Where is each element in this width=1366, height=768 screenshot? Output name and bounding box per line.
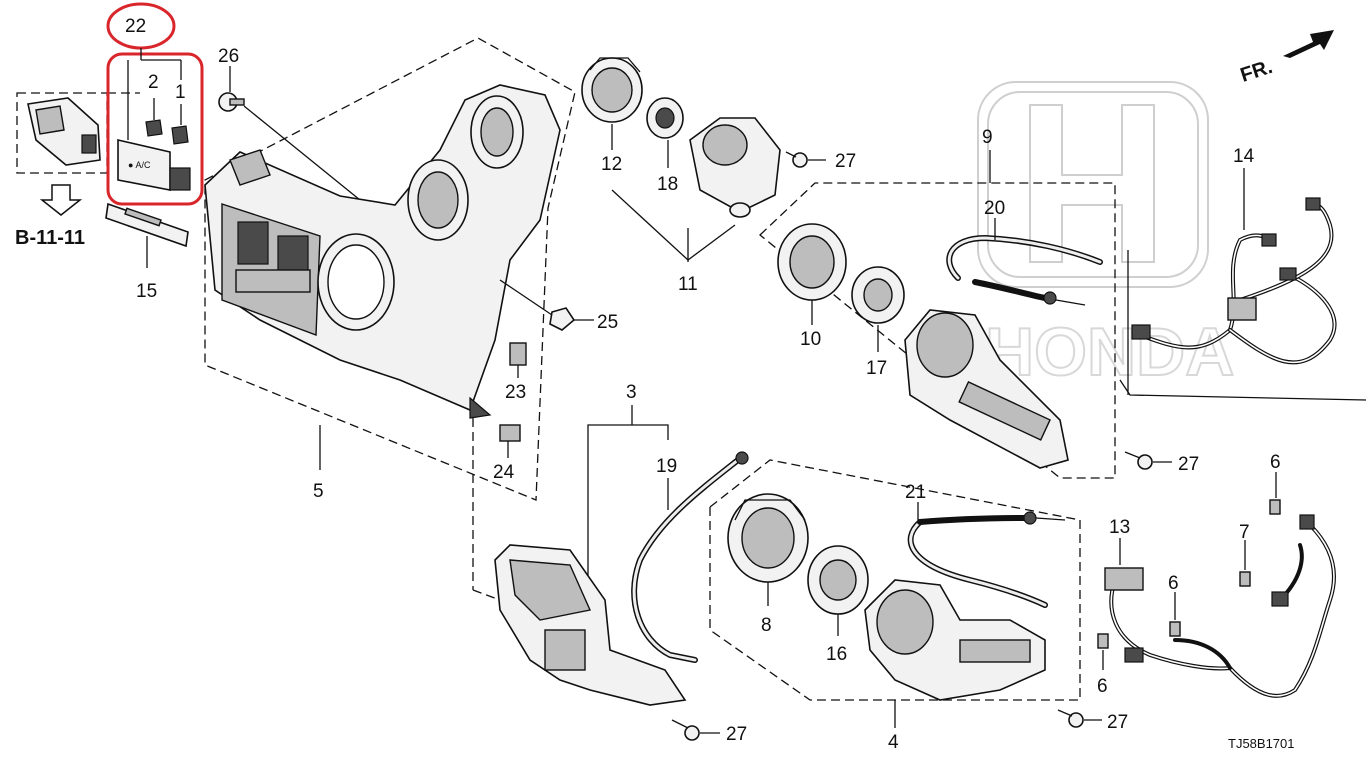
reference-arrow-icon bbox=[39, 184, 83, 216]
callout-24: 24 bbox=[493, 462, 515, 483]
callout-11: 11 bbox=[678, 274, 698, 295]
callout-26: 26 bbox=[218, 46, 239, 67]
svg-text:HONDA: HONDA bbox=[985, 314, 1234, 390]
callout-9: 9 bbox=[982, 127, 993, 148]
callout-25: 25 bbox=[597, 312, 618, 333]
callout-27-bottom-left: 27 bbox=[726, 724, 747, 745]
dial-12 bbox=[581, 57, 643, 123]
screw-27-right bbox=[1124, 451, 1153, 470]
screw-27-bottom-left bbox=[671, 719, 700, 741]
pin-6-middle bbox=[1169, 621, 1181, 637]
callout-20: 20 bbox=[984, 198, 1005, 219]
svg-text:● A/C: ● A/C bbox=[128, 160, 151, 170]
callout-14: 14 bbox=[1233, 146, 1255, 167]
ring-18 bbox=[646, 97, 684, 139]
callout-21: 21 bbox=[905, 482, 926, 503]
callout-6-right: 6 bbox=[1270, 452, 1281, 473]
callout-27-right: 27 bbox=[1178, 454, 1199, 475]
callout-27-top: 27 bbox=[835, 151, 856, 172]
cable-19 bbox=[631, 451, 749, 663]
callout-8: 8 bbox=[761, 615, 772, 636]
callout-6-middle: 6 bbox=[1168, 573, 1179, 594]
callout-12: 12 bbox=[601, 154, 622, 175]
pin-6-right bbox=[1269, 499, 1281, 515]
callout-1: 1 bbox=[175, 82, 186, 103]
screw-27-top bbox=[785, 151, 808, 168]
cable-21 bbox=[907, 511, 1066, 608]
harness-13 bbox=[1104, 514, 1336, 698]
cable-20 bbox=[946, 234, 1103, 306]
screw-26 bbox=[218, 92, 245, 112]
diagram-code: TJ58B1701 bbox=[1228, 736, 1295, 751]
callout-5: 5 bbox=[313, 481, 324, 502]
front-arrow-icon: FR. bbox=[1238, 30, 1334, 87]
dial-10 bbox=[777, 223, 847, 301]
callout-6-left: 6 bbox=[1097, 676, 1108, 697]
switch-body-11 bbox=[689, 117, 781, 218]
callout-2: 2 bbox=[148, 72, 159, 93]
clip-23 bbox=[509, 342, 527, 366]
knob-face-16 bbox=[807, 545, 869, 615]
temp-control-body-3 bbox=[494, 544, 687, 706]
callout-10: 10 bbox=[800, 329, 821, 350]
callout-4: 4 bbox=[888, 732, 899, 753]
callout-13: 13 bbox=[1109, 517, 1130, 538]
callout-19: 19 bbox=[656, 456, 677, 477]
clip-24 bbox=[499, 424, 521, 442]
harness-14 bbox=[1131, 197, 1337, 365]
pin-7 bbox=[1239, 571, 1251, 587]
callout-3: 3 bbox=[626, 382, 637, 403]
callout-27-bottom-right: 27 bbox=[1107, 712, 1128, 733]
honda-watermark: HONDA bbox=[977, 81, 1235, 391]
callout-7: 7 bbox=[1239, 522, 1250, 543]
selector-body-9 bbox=[904, 309, 1069, 469]
selector-body-4 bbox=[864, 579, 1046, 701]
callout-15: 15 bbox=[136, 281, 157, 302]
dial-8 bbox=[727, 493, 809, 583]
pin-6-left bbox=[1097, 633, 1109, 649]
callout-16: 16 bbox=[826, 644, 847, 665]
screw-27-bottom-right bbox=[1057, 709, 1084, 728]
callout-23: 23 bbox=[505, 382, 526, 403]
nut-25 bbox=[549, 307, 576, 331]
ring-17 bbox=[851, 266, 905, 324]
switch-panel-detail bbox=[16, 92, 140, 174]
callout-18: 18 bbox=[657, 174, 678, 195]
reference-label: B-11-11 bbox=[15, 227, 85, 249]
front-marker-label: FR. bbox=[1238, 56, 1275, 87]
callout-22: 22 bbox=[125, 16, 146, 37]
center-panel-5 bbox=[204, 84, 561, 419]
callout-17: 17 bbox=[866, 358, 887, 379]
